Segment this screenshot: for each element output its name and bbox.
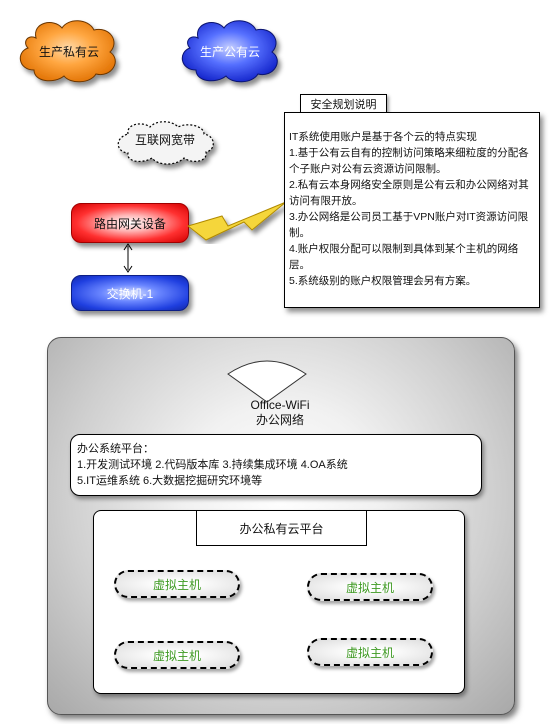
security-line: 5.系统级别的账户权限管理会另有方案。 (289, 275, 477, 287)
wifi-icon (227, 360, 307, 403)
wifi-name: Office-WiFi (250, 398, 310, 412)
virtual-host: 虚拟主机 (307, 638, 433, 666)
private-cloud-label: 生产私有云 (38, 44, 99, 59)
switch-node: 交换机-1 (71, 275, 189, 311)
virtual-host-label: 虚拟主机 (345, 580, 394, 595)
security-line: 3.办公网络是公司员工基于VPN账户对IT资源访问限制。 (289, 211, 529, 239)
platform-title: 办公系统平台： (77, 443, 154, 455)
office-wifi-label: Office-WiFi 办公网络 (205, 398, 355, 428)
platform-line: 5.IT运维系统 6.大数据挖掘研究环境等 (77, 475, 263, 487)
private-cloud-shape (19, 20, 116, 83)
router-node: 路由网关设备 (71, 203, 189, 243)
internet-cloud-label: 互联网宽带 (134, 132, 195, 147)
public-cloud-shape (181, 20, 278, 83)
virtual-host: 虚拟主机 (114, 570, 240, 598)
security-line: 2.私有云本身网络安全原则是公有云和办公网络对其访问有限开放。 (289, 179, 529, 207)
security-plan-tab: 安全规划说明 (300, 94, 387, 113)
virtual-host-label: 虚拟主机 (152, 648, 201, 663)
virtual-host: 虚拟主机 (307, 573, 433, 601)
public-cloud-label: 生产公有云 (199, 44, 260, 59)
switch-label: 交换机-1 (106, 286, 154, 301)
private-cloud-title-text: 办公私有云平台 (239, 521, 324, 536)
platform-line: 1.开发测试环境 2.代码版本库 3.持续集成环境 4.OA系统 (77, 459, 348, 471)
security-line: 1.基于公有云自有的控制访问策略来细粒度的分配各个子账户对公有云资源访问限制。 (289, 147, 529, 175)
router-label: 路由网关设备 (93, 216, 166, 231)
security-plan-title: 安全规划说明 (310, 99, 377, 111)
virtual-host-label: 虚拟主机 (152, 577, 201, 592)
virtual-host: 虚拟主机 (114, 641, 240, 669)
internet-cloud-shape (117, 121, 214, 165)
security-line: IT系统使用账户是基于各个云的特点实现 (289, 131, 477, 143)
security-line: 4.账户权限分配可以限制到具体到某个主机的网络层。 (289, 243, 519, 271)
security-plan-box: IT系统使用账户是基于各个云的特点实现 1.基于公有云自有的控制访问策略来细粒度… (284, 112, 540, 308)
office-platform-box: 办公系统平台： 1.开发测试环境 2.代码版本库 3.持续集成环境 4.OA系统… (70, 434, 482, 496)
office-private-cloud-title: 办公私有云平台 (196, 510, 367, 546)
office-network-label: 办公网络 (255, 413, 304, 427)
virtual-host-label: 虚拟主机 (345, 645, 394, 660)
wan-link-lightning (186, 201, 287, 241)
router-switch-connector (123, 243, 133, 273)
